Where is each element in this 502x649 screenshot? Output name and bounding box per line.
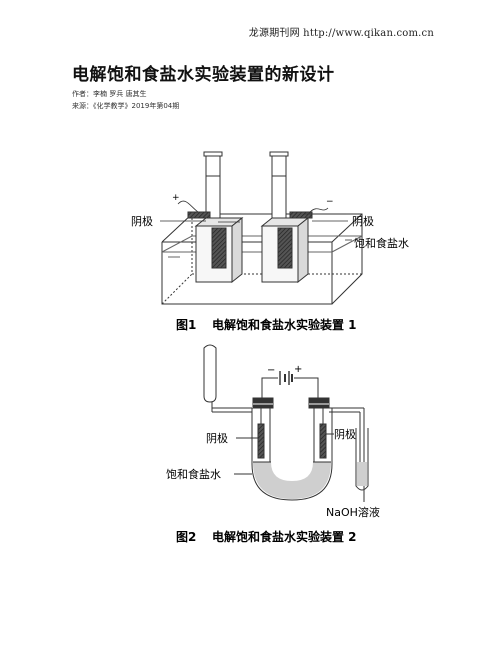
site-header[interactable]: 龙源期刊网 http://www.qikan.com.cn: [248, 28, 434, 39]
article-source: 来源：《化学教学》2019年第04期: [72, 102, 180, 110]
article-author: 作者：李楠 罗兵 唐其生: [72, 90, 147, 98]
fig2-caption-number: 图2: [176, 530, 196, 544]
fig1-label-left-cathode: 阴极: [131, 214, 153, 228]
fig2-label-left-cathode: 阴极: [206, 431, 228, 445]
fig1-caption-text: 电解饱和食盐水实验装置 1: [212, 317, 357, 332]
fig2-left-electrode: [257, 423, 265, 459]
fig2-label-solution: 饱和食盐水: [166, 467, 221, 481]
battery-circuit: [261, 371, 319, 398]
left-electrode: [187, 151, 244, 284]
right-electrode: [260, 151, 313, 284]
stoppers: [252, 397, 330, 409]
fig2-caption-text: 电解饱和食盐水实验装置 2: [212, 529, 357, 544]
fig2-plus-sign: +: [294, 364, 302, 375]
fig1-caption-number: 图1: [176, 318, 196, 332]
fig2-minus-sign: −: [267, 365, 275, 376]
fig2-label-right-cathode: 阴极: [334, 427, 356, 441]
naoh-test-tube: [355, 428, 369, 491]
fig1-label-right-cathode: 阴极: [352, 214, 374, 228]
salt-solution: [253, 462, 331, 499]
delivery-tube: [329, 407, 365, 476]
gas-collection-tube: [203, 344, 252, 413]
wires: [177, 200, 346, 223]
fig1-plus-sign: +: [172, 193, 180, 203]
figure-1-diagram: + − 阴极 阴极 饱和食盐水 图1 电解饱和食盐水实验装置 1: [131, 151, 409, 332]
u-tube: [251, 408, 333, 501]
fig1-leader-lines: [160, 220, 352, 241]
article-title: 电解饱和食盐水实验装置的新设计: [72, 65, 335, 85]
fig1-label-solution: 饱和食盐水: [354, 236, 409, 250]
fig2-right-electrode: [319, 423, 327, 459]
fig2-label-naoh: NaOH溶液: [326, 505, 380, 519]
fig1-minus-sign: −: [326, 197, 334, 207]
